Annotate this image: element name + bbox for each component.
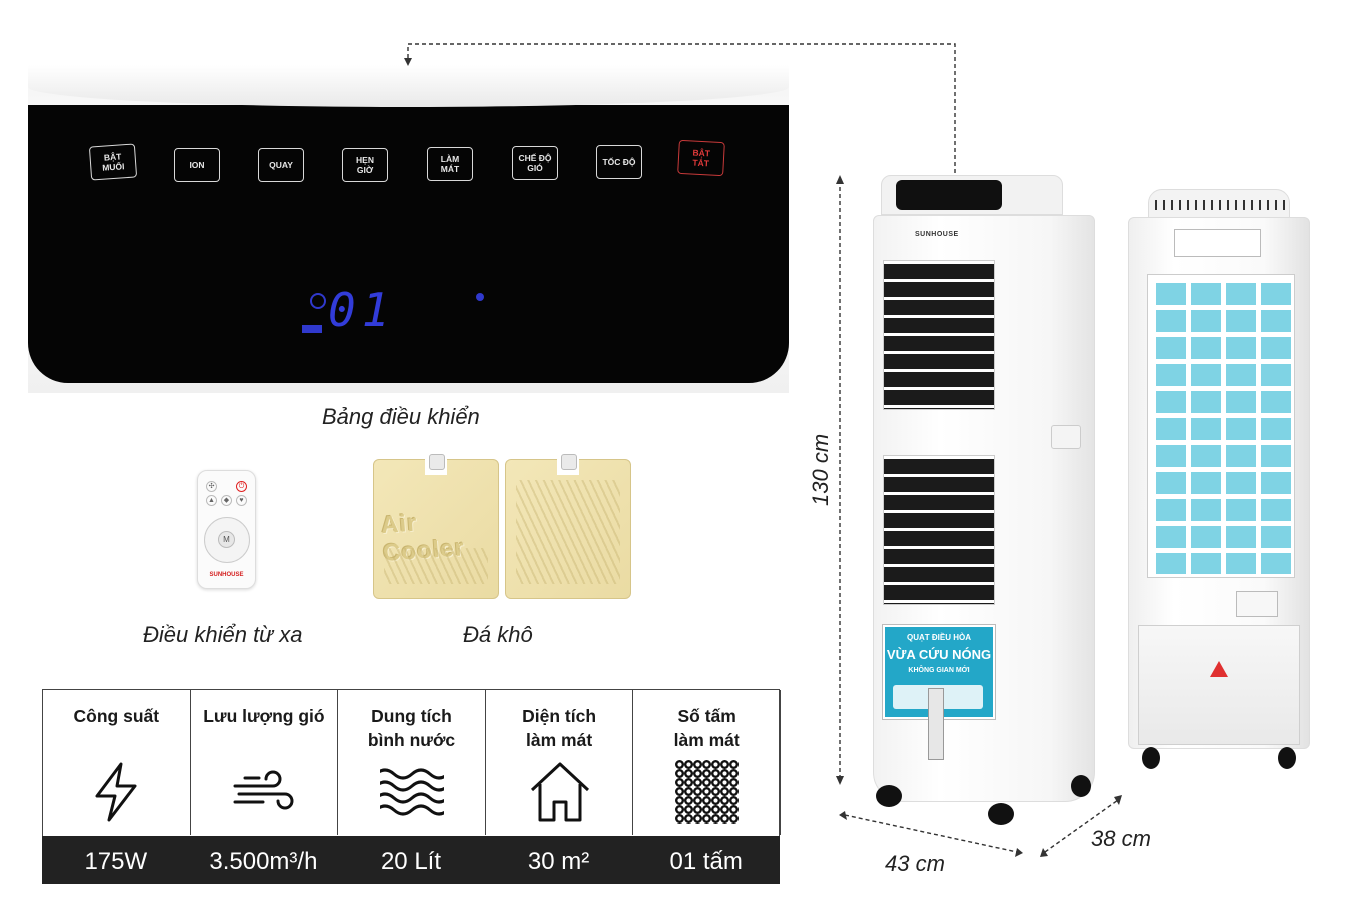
wheel: [1142, 747, 1160, 769]
side-handle: [1051, 425, 1081, 449]
spec-value-power: 175W: [84, 848, 148, 875]
fan-indicator-icon: [476, 293, 484, 301]
air-cooler-front: SUNHOUSE QUẠT ĐIỀU HÒA VỪA CỨU NÓNG KHÔN…: [873, 175, 1095, 825]
front-control-strip: [896, 180, 1002, 210]
spec-tank: Dung tích bình nước: [338, 690, 486, 835]
spec-airflow: Lưu lượng gió: [191, 690, 339, 835]
panel-button-wind-mode[interactable]: CHẾ ĐỘ GIÓ: [512, 146, 558, 180]
spec-label: Công suất: [73, 706, 160, 726]
spec-power: Công suất: [43, 690, 191, 835]
house-icon: [530, 762, 589, 822]
remote-fan-icon: ✣: [206, 481, 217, 492]
remote-dial: [204, 517, 250, 563]
spec-pads: Số tấm làm mát: [633, 690, 781, 835]
panel-button-cooling[interactable]: LÀM MÁT: [427, 147, 473, 181]
control-panel-caption: Bảng điều khiển: [322, 404, 480, 429]
lower-louver: [883, 455, 995, 605]
waves-icon: [380, 768, 445, 816]
back-spec-sticker: [1174, 229, 1261, 257]
water-level-gauge: [928, 688, 944, 760]
promo-line-1: QUẠT ĐIỀU HÒA: [907, 633, 971, 642]
remote-brand: SUNHOUSE: [209, 572, 244, 578]
remote-swing-icon: ▲: [206, 495, 217, 506]
remote-mode-key: M: [218, 531, 235, 548]
width-dimension: 43 cm: [885, 851, 945, 876]
ice-pack-caption: Đá khô: [463, 622, 533, 647]
clock-indicator-icon: [302, 293, 326, 333]
ice-pack-ribs: [384, 548, 488, 584]
wind-icon: [233, 770, 294, 810]
ice-pack-cap: [429, 454, 445, 470]
ice-pack-ribs: [516, 480, 620, 584]
wheel: [1278, 747, 1296, 769]
spec-label: Lưu lượng gió: [203, 706, 325, 726]
wheel: [988, 803, 1014, 825]
remote-caption: Điều khiển từ xa: [143, 622, 303, 647]
upper-louver: [883, 260, 995, 410]
promo-line-3: KHÔNG GIAN MỚI: [908, 667, 970, 674]
spec-value-airflow: 3.500m³/h: [209, 848, 318, 875]
remote-control: ✣ ⏻ ▲ ◆ ♥ M SUNHOUSE: [197, 470, 256, 589]
remote-mode-icon: ♥: [236, 495, 247, 506]
ice-pack-left: Air Cooler: [373, 454, 499, 599]
ice-pack-right: [505, 454, 631, 599]
timer-display: 01: [328, 283, 396, 337]
spec-label: Dung tích bình nước: [367, 706, 456, 750]
spec-value-area: 30 m²: [527, 848, 590, 875]
promo-line-2: VỪA CỨU NÓNG: [886, 647, 992, 662]
front-brand: SUNHOUSE: [915, 231, 959, 238]
remote-water-icon: ◆: [221, 495, 232, 506]
mesh-icon: [675, 760, 740, 824]
panel-button-ion[interactable]: ION: [174, 148, 220, 182]
water-tank: [1138, 625, 1300, 745]
ice-pack-cap: [561, 454, 577, 470]
spec-area: Diện tích làm mát: [486, 690, 634, 835]
front-top-cap: [881, 175, 1063, 215]
spec-label: Số tấm làm mát: [673, 706, 740, 750]
warning-icon: [1210, 661, 1228, 677]
spec-value-pads: 01 tấm: [669, 848, 743, 875]
panel-button-speed[interactable]: TỐC ĐỘ: [596, 145, 642, 179]
control-panel-top-edge: [28, 65, 789, 107]
water-inlet: [1236, 591, 1278, 617]
wheel: [1071, 775, 1091, 797]
remote-power-icon: ⏻: [236, 481, 247, 492]
spec-values-bar: 175W 3.500m³/h 20 Lít 30 m² 01 tấm: [42, 836, 780, 884]
depth-dimension: 38 cm: [1091, 826, 1151, 851]
spec-label: Diện tích làm mát: [522, 706, 597, 750]
control-panel-photo: BẬT MUỐI ION QUAY HẸN GIỜ LÀM MÁT CHẾ ĐỘ…: [28, 65, 789, 393]
spec-table: Công suất Lưu lượng gió Dung tích bình n…: [42, 689, 781, 884]
spec-value-tank: 20 Lít: [380, 848, 441, 875]
cooling-pad-grid: [1148, 275, 1294, 577]
panel-button-timer[interactable]: HẸN GIỜ: [342, 148, 388, 182]
wheel: [876, 785, 902, 807]
height-dimension: 130 cm: [808, 433, 833, 506]
panel-button-swing[interactable]: QUAY: [258, 148, 304, 182]
lightning-icon: [95, 762, 137, 822]
control-panel-face: [28, 105, 789, 383]
air-cooler-back: [1128, 189, 1310, 769]
